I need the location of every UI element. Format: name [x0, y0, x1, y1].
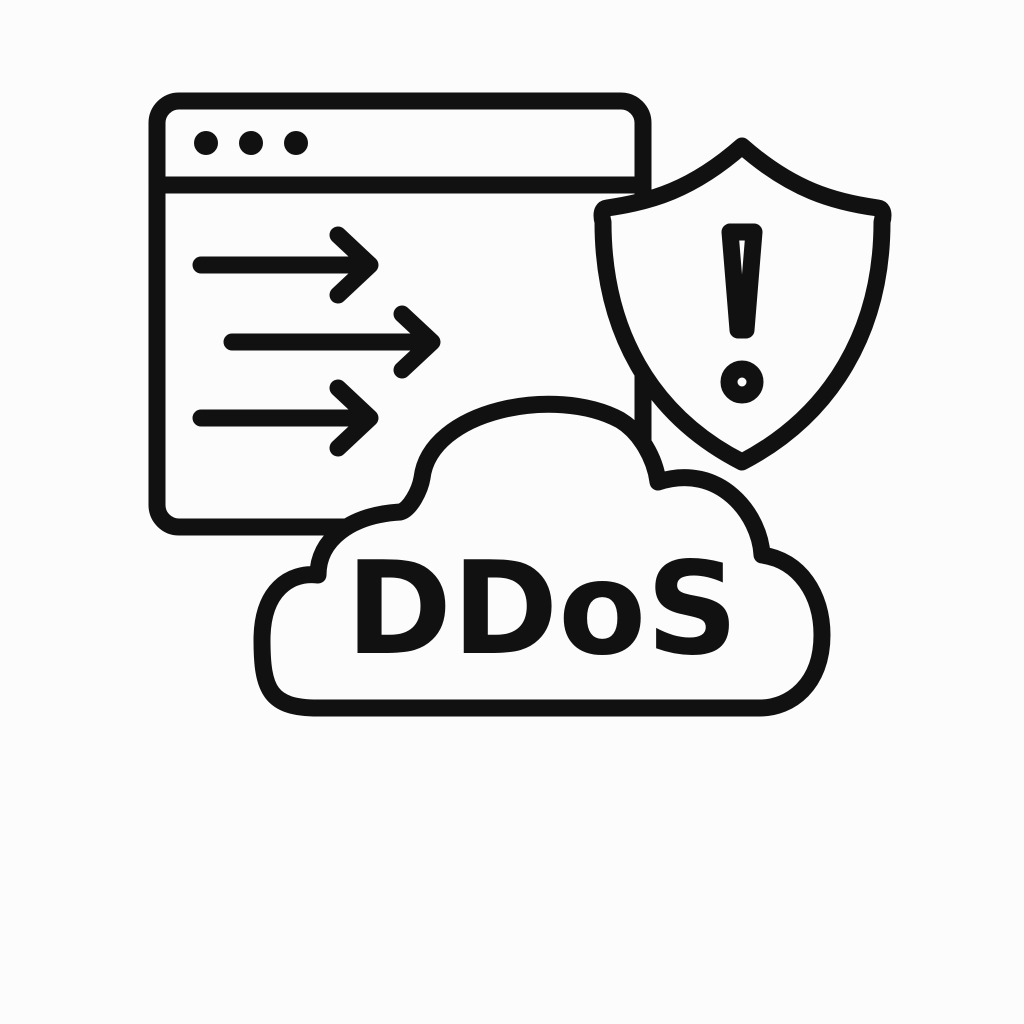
- window-dot-icon: [284, 131, 308, 155]
- exclamation-icon: [720, 223, 764, 404]
- cloud-outline: [253, 395, 831, 717]
- shield-warning-icon: [593, 137, 892, 471]
- window-dot-icon: [194, 131, 218, 155]
- cloud-icon: DDoS: [253, 395, 831, 717]
- arrow-right-icon: [192, 226, 379, 304]
- traffic-arrows: [192, 226, 441, 457]
- cloud-label: DDoS: [346, 535, 739, 684]
- arrow-right-icon: [192, 379, 379, 457]
- arrow-right-icon: [223, 305, 441, 379]
- window-dot-icon: [239, 131, 263, 155]
